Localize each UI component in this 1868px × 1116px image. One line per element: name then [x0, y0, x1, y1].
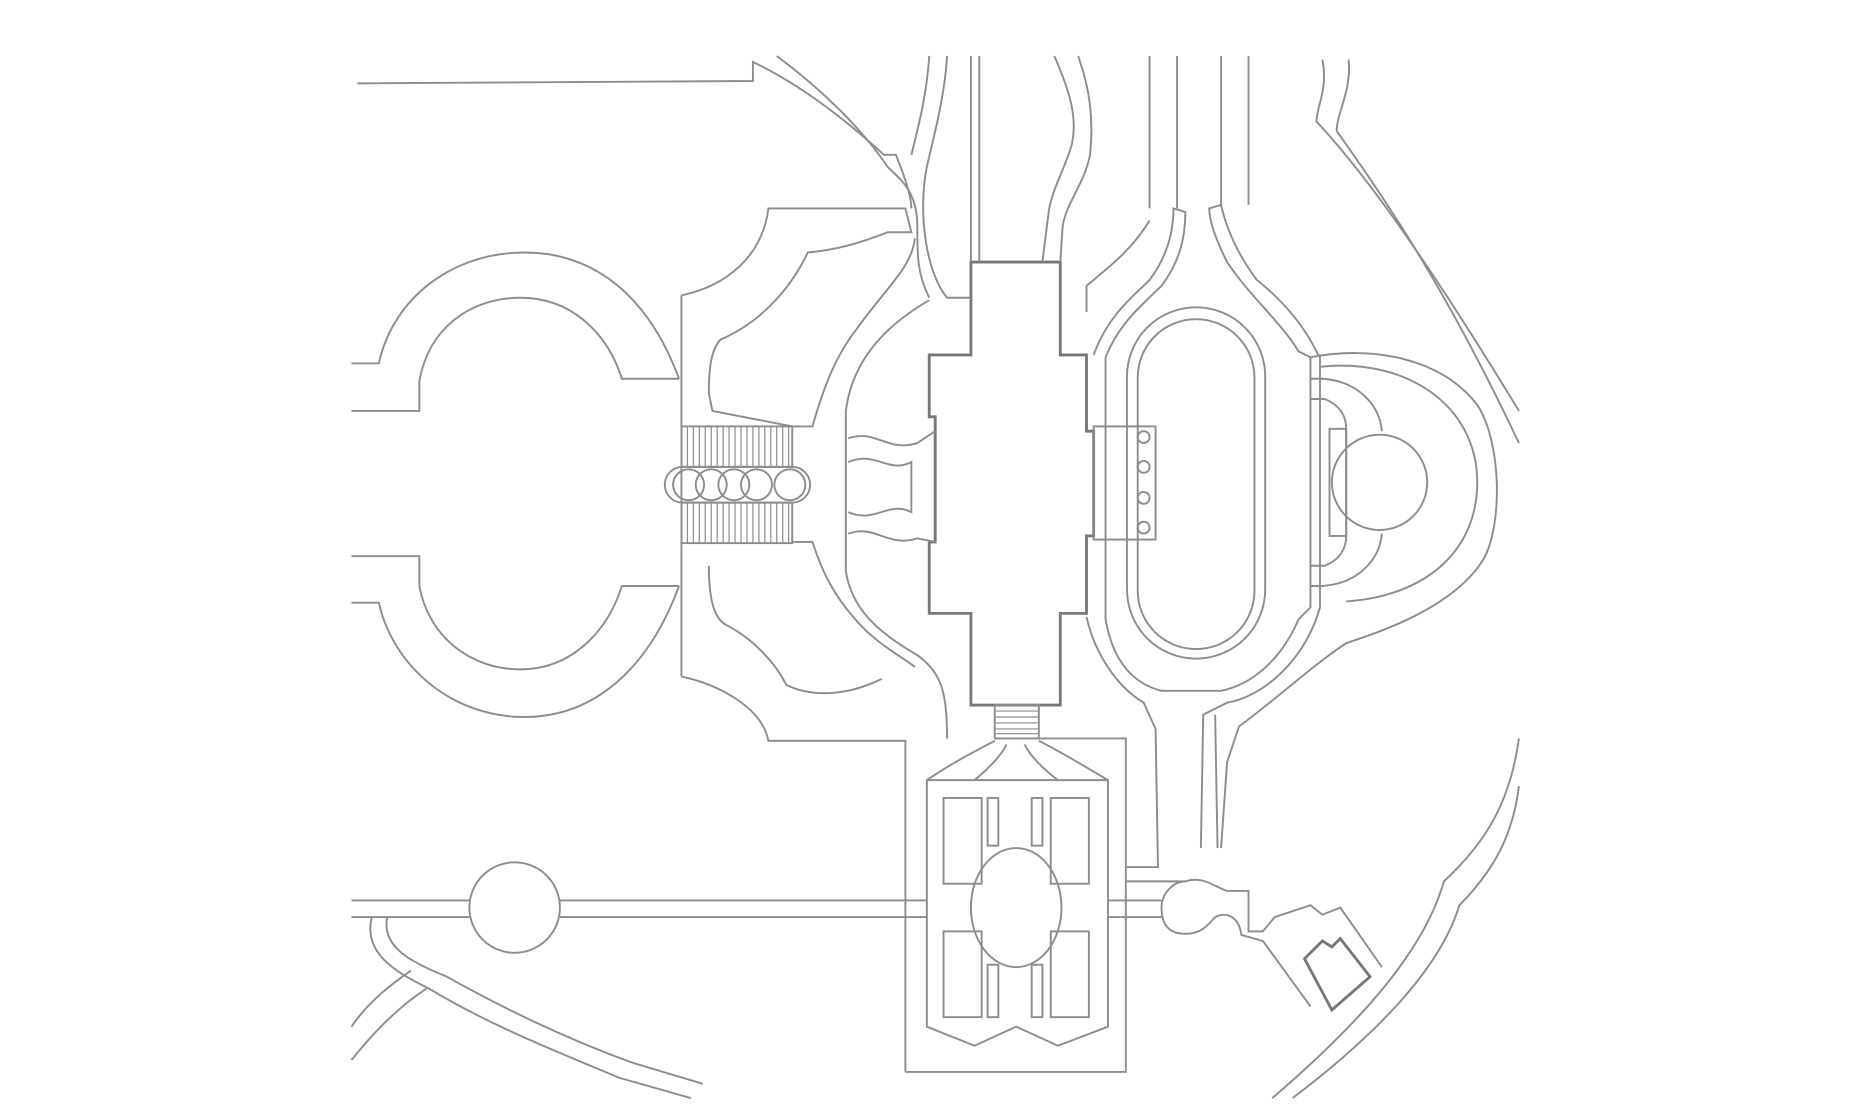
east-boundary-roads — [1271, 59, 1520, 1099]
southwest-roads — [350, 916, 704, 1100]
outbuilding — [1302, 936, 1372, 1013]
cascade-stairs — [663, 425, 812, 545]
main-building — [927, 260, 1096, 707]
south-steps — [993, 704, 1040, 740]
south-parterre — [905, 737, 1127, 1073]
roundabout — [468, 861, 561, 954]
west-fountains — [847, 430, 936, 543]
western-plaza — [680, 207, 949, 1072]
oval-track — [1085, 203, 1321, 869]
west-crescents — [351, 251, 680, 718]
north-drives — [910, 55, 1250, 313]
cross-road — [351, 861, 1383, 1007]
east-portico — [1092, 425, 1157, 541]
northwest-boundary — [357, 55, 931, 299]
east-rotunda — [1220, 352, 1498, 849]
